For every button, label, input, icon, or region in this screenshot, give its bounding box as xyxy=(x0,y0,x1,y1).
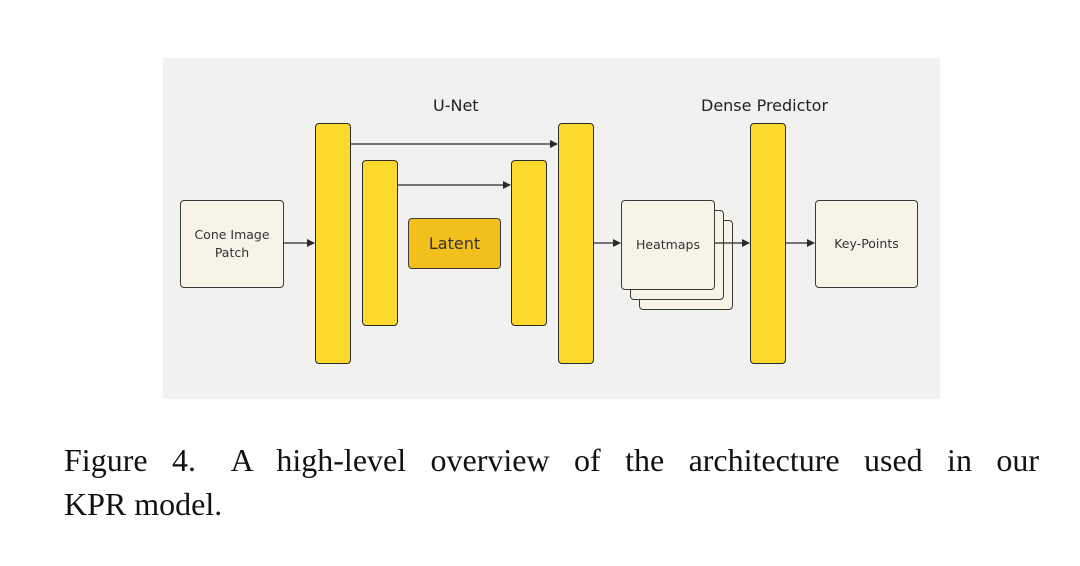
unet-encoder-block-2 xyxy=(362,160,398,326)
unet-decoder-block-1 xyxy=(511,160,547,326)
figure-caption: Figure 4. A high-level overview of the a… xyxy=(64,438,1039,526)
architecture-diagram xyxy=(163,58,940,399)
caption-line-1: Figure 4. A high-level overview of the a… xyxy=(64,438,1039,482)
dense-predictor-label: Dense Predictor xyxy=(701,96,829,115)
unet-encoder-block-1 xyxy=(315,123,351,364)
dense-predictor-block xyxy=(750,123,786,364)
input-node: Cone Image Patch xyxy=(180,200,284,288)
caption-text-line-2: KPR model. xyxy=(64,486,223,522)
keypoints-node: Key-Points xyxy=(815,200,918,288)
caption-text-line-1: A high-level overview of the architectur… xyxy=(230,442,1040,478)
input-node-line1: Cone Image xyxy=(194,227,270,242)
figure-label: Figure 4. xyxy=(64,442,196,478)
unet-label: U-Net xyxy=(433,96,479,115)
input-node-line2: Patch xyxy=(214,245,250,260)
latent-block: Latent xyxy=(408,218,501,269)
caption-line-2: KPR model. xyxy=(64,482,1039,526)
unet-decoder-block-2 xyxy=(558,123,594,364)
heatmaps-node: Heatmaps xyxy=(621,200,715,290)
